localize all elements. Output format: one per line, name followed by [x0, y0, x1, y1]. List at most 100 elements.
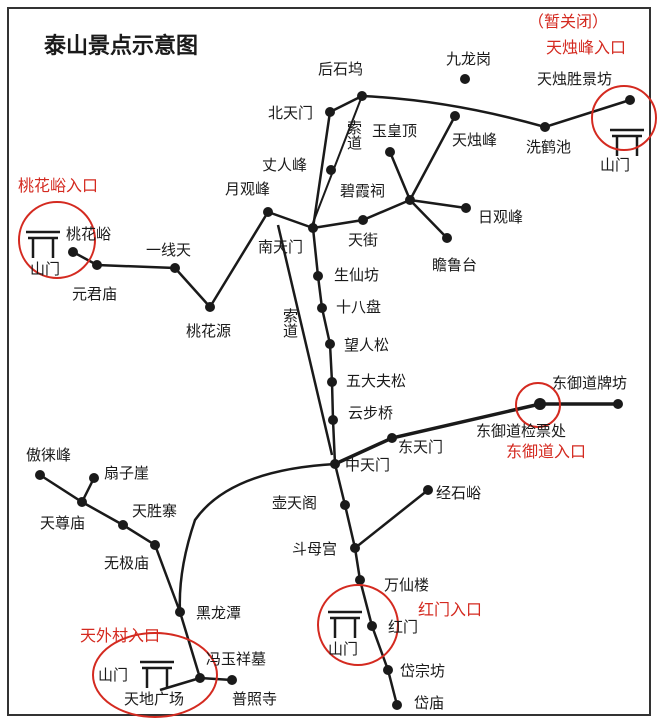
point-wudafusong: [327, 377, 337, 387]
label-taohuayu: 桃花峪: [66, 225, 112, 243]
gate-tianzhufeng-symbol: [610, 128, 644, 156]
label-wudafusong: 五大夫松: [346, 372, 407, 390]
point-zhangrenfeng: [326, 165, 336, 175]
label-nantianmen: 南天门: [258, 238, 304, 256]
label-shanziya: 扇子崖: [104, 464, 150, 482]
label-suodao-lower: 索道: [281, 308, 299, 338]
point-shibapan: [317, 303, 327, 313]
point-dongtianmen: [387, 433, 397, 443]
point-taohuayuan: [205, 302, 215, 312]
gate-label-taohuayu: 山门: [30, 260, 61, 278]
point-wujimiao: [150, 540, 160, 550]
label-tianshengzhai: 天胜寨: [132, 502, 178, 520]
gate-tianwaicun-symbol: [140, 660, 174, 688]
entrance-tianwaicun: 天外村入口: [80, 626, 161, 645]
point-heilongtan: [175, 607, 185, 617]
point-daimiao: [392, 700, 402, 710]
highlight-hongmen: [317, 584, 399, 666]
label-tianzhufeng: 天烛峰: [452, 131, 498, 149]
highlight-tianzhufeng: [591, 85, 657, 151]
label-heilongtan: 黑龙潭: [196, 604, 242, 622]
gate-label-tianzhufeng: 山门: [600, 156, 631, 174]
entrance-note-tianzhufeng: （暂关闭）: [528, 12, 609, 31]
point-tianshengzhai: [118, 520, 128, 530]
gate-taohuayu-symbol: [26, 230, 60, 258]
label-wanxianlou: 万仙楼: [384, 576, 430, 594]
route-summit-branches: [388, 115, 467, 239]
highlight-taohuayu: [18, 201, 96, 279]
point-tianzunmiao: [77, 497, 87, 507]
label-suodao-upper: 索道: [345, 120, 363, 150]
label-fengyuxiangmu: 冯玉祥墓: [206, 650, 267, 668]
route-yueguan: [208, 210, 314, 308]
label-zhongtianmen: 中天门: [345, 456, 391, 474]
label-jingshiyu: 经石峪: [436, 484, 482, 502]
point-hutiange: [340, 500, 350, 510]
point-wangrensong: [325, 339, 335, 349]
point-bixiaci: [405, 195, 415, 205]
label-yuanjunmiao: 元君庙: [72, 285, 118, 303]
point-yuanjunmiao: [92, 260, 102, 270]
point-yueguanfeng: [263, 207, 273, 217]
label-houshiwu: 后石坞: [318, 60, 364, 78]
map-title: 泰山景点示意图: [44, 33, 199, 59]
route-tianzhu: [361, 94, 631, 129]
point-tianjie: [358, 215, 368, 225]
label-xiheci: 洗鹤池: [526, 138, 572, 156]
label-yuhuangding: 玉皇顶: [372, 122, 418, 140]
route-west: [178, 462, 336, 679]
point-markers: [35, 74, 635, 710]
cableway-north: [310, 95, 363, 229]
label-zhangrenfeng: 丈人峰: [262, 156, 308, 174]
label-doumugong: 斗母宫: [292, 540, 338, 558]
label-tianjie: 天街: [348, 231, 379, 249]
point-zhanlutai: [442, 233, 452, 243]
label-yixiantian: 一线天: [146, 241, 192, 259]
label-aolaifeng: 傲徕峰: [26, 446, 72, 464]
point-hongmen: [367, 621, 377, 631]
point-nantianmen: [308, 223, 318, 233]
point-dongyudaojianpiaochu: [534, 398, 546, 410]
label-dongyudaopaifang: 东御道牌坊: [552, 374, 628, 392]
label-wujimiao: 无极庙: [104, 554, 150, 572]
label-shibapan: 十八盘: [336, 298, 382, 316]
point-shanziya: [89, 473, 99, 483]
entrance-highlights: [18, 85, 657, 718]
point-jingshiyu: [423, 485, 433, 495]
label-taohuayuan: 桃花源: [186, 322, 232, 340]
gate-label-hongmen: 山门: [328, 640, 359, 658]
entrance-taohuayu: 桃花峪入口: [18, 176, 99, 195]
label-daizongfang: 岱宗坊: [400, 662, 446, 680]
label-jiulonggang: 九龙岗: [446, 50, 492, 68]
point-yunbuqiao: [328, 415, 338, 425]
label-hongmen: 红门: [388, 618, 419, 636]
point-doumugong: [350, 543, 360, 553]
point-yixiantian: [170, 263, 180, 273]
point-tiandiguangchang: [195, 673, 205, 683]
label-puzhaosi: 普照寺: [232, 690, 278, 708]
point-daizongfang: [383, 665, 393, 675]
label-riguanfeng: 日观峰: [478, 208, 524, 226]
label-yunbuqiao: 云步桥: [348, 404, 394, 422]
route-taohuayu: [72, 250, 211, 308]
point-tianzhufeng: [450, 111, 460, 121]
point-zhongtianmen: [330, 459, 340, 469]
entrance-tianzhufeng: 天烛峰入口: [546, 38, 627, 57]
highlight-dongyudao: [515, 382, 561, 428]
label-bixiaci: 碧霞祠: [340, 182, 386, 200]
point-houshiwu: [357, 91, 367, 101]
point-taohuayu: [68, 247, 78, 257]
label-dongyudaojianpiaochu: 东御道检票处: [476, 422, 567, 440]
label-tiandiguangchang: 天地广场: [124, 690, 185, 708]
map-frame: [7, 7, 651, 716]
label-yueguanfeng: 月观峰: [225, 180, 271, 198]
entrance-dongyudao: 东御道入口: [506, 442, 587, 461]
label-shengxianfang: 生仙坊: [334, 266, 380, 284]
highlight-tianwaicun: [92, 632, 218, 718]
point-wanxianlou: [355, 575, 365, 585]
label-hutiange: 壶天阁: [272, 494, 318, 512]
point-riguanfeng: [461, 203, 471, 213]
gate-label-tianwaicun: 山门: [98, 666, 129, 684]
label-tianzhushengjingfang: 天烛胜景坊: [537, 70, 613, 88]
gate-hongmen-symbol: [328, 610, 362, 638]
